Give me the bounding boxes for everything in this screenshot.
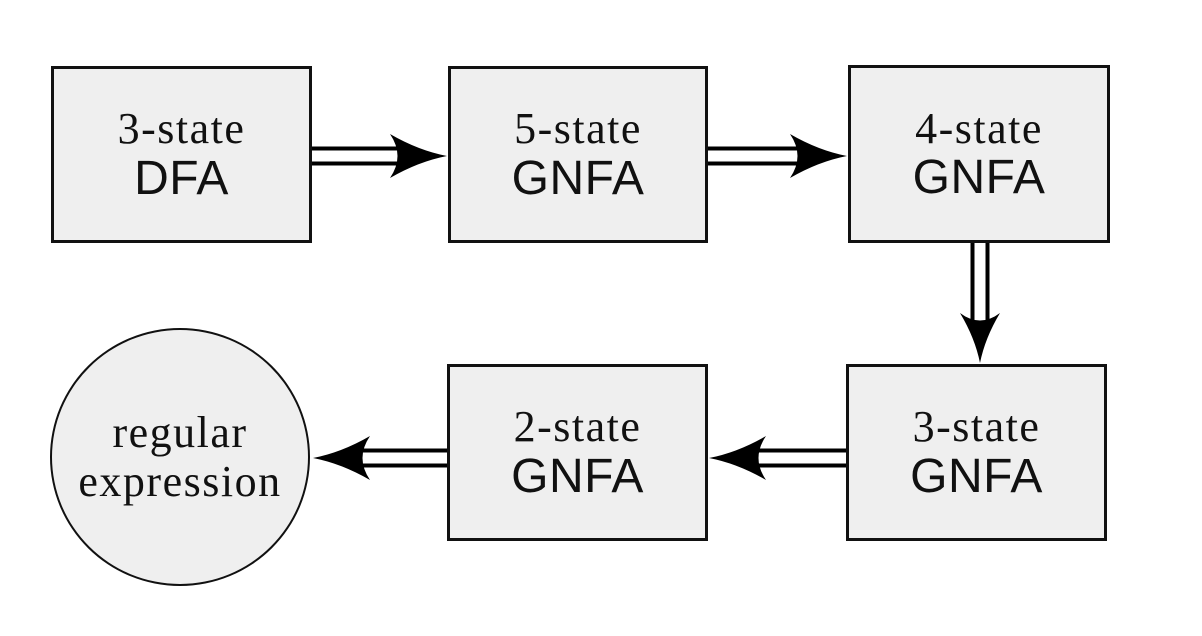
node-2-state-gnfa: 2-state GNFA xyxy=(447,364,708,541)
node-label-line1: 3-state xyxy=(117,104,246,154)
node-regular-expression: regular expression xyxy=(50,328,310,586)
node-label-line2: GNFA xyxy=(912,151,1046,205)
node-5-state-gnfa: 5-state GNFA xyxy=(448,66,708,243)
node-label-line1: 3-state xyxy=(912,402,1041,452)
node-label-line2: GNFA xyxy=(511,151,645,205)
arrowhead-icon xyxy=(313,436,370,480)
node-label-line1: 5-state xyxy=(514,104,642,154)
node-label-line2: GNFA xyxy=(910,449,1043,503)
node-label-line2: GNFA xyxy=(511,449,644,503)
node-label-line2: expression xyxy=(78,457,282,506)
node-3-state-dfa: 3-state DFA xyxy=(51,66,312,243)
node-label-line1: regular xyxy=(112,407,248,457)
node-label-line1: 2-state xyxy=(513,402,642,452)
node-4-state-gnfa: 4-state GNFA xyxy=(848,65,1110,243)
node-label-line1: 4-state xyxy=(915,103,1043,153)
arrowhead-icon xyxy=(960,313,1000,363)
arrowhead-icon xyxy=(390,134,447,178)
arrowhead-icon xyxy=(709,436,766,480)
arrowhead-icon xyxy=(790,134,847,178)
node-3-state-gnfa: 3-state GNFA xyxy=(846,364,1107,541)
node-label-line2: DFA xyxy=(134,151,229,205)
